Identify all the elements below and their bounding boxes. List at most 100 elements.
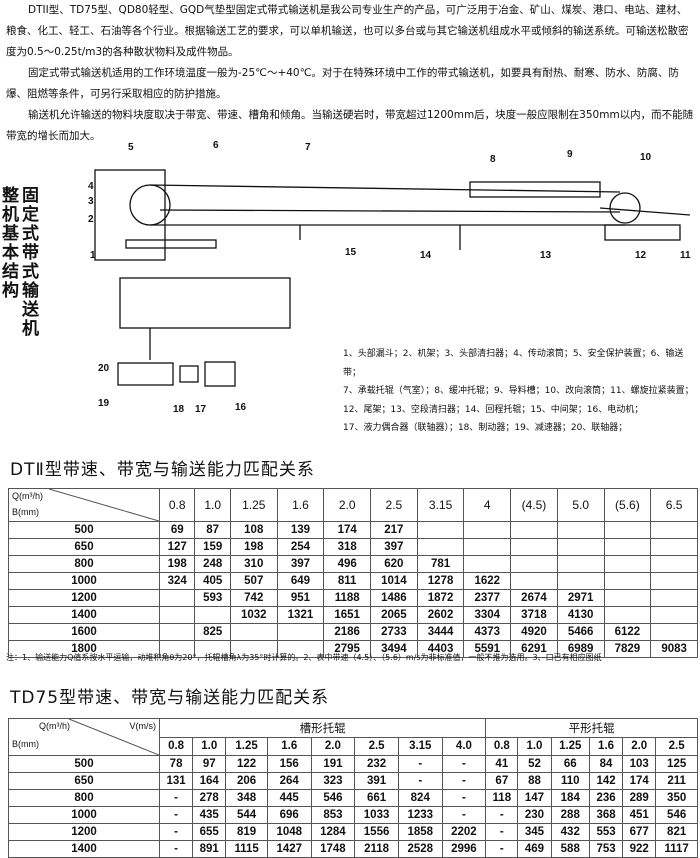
label-4: 4: [88, 181, 94, 192]
capacity-cell: 174: [323, 521, 372, 539]
speed-header: 1.0: [517, 736, 552, 756]
belt-width-cell: 1200: [8, 589, 160, 607]
capacity-cell: 1233: [397, 806, 443, 824]
frame-base: [125, 239, 217, 249]
capacity-cell: 1651: [323, 606, 372, 624]
label-9: 9: [567, 149, 573, 160]
capacity-cell: 4403: [416, 640, 465, 658]
capacity-cell: 391: [354, 772, 399, 790]
capacity-cell: 3304: [463, 606, 512, 624]
speed-header: 0.8: [485, 736, 519, 756]
capacity-cell: 3718: [510, 606, 558, 624]
capacity-cell: -: [485, 840, 519, 858]
capacity-cell: 6291: [510, 640, 558, 658]
capacity-cell: 236: [588, 789, 624, 807]
capacity-cell: 1858: [397, 823, 443, 841]
capacity-cell: 1278: [416, 572, 465, 590]
intro-paragraph-3: 输送机允许输送的物料块度取决于带宽、带速、槽角和倾角。当输送硬岩时，带宽超过12…: [6, 109, 694, 142]
capacity-cell: 164: [192, 772, 227, 790]
capacity-cell: 742: [229, 589, 278, 607]
capacity-cell: 951: [276, 589, 325, 607]
capacity-cell: 4920: [510, 623, 558, 641]
capacity-cell: 811: [323, 572, 372, 590]
capacity-cell: 230: [517, 806, 552, 824]
capacity-cell: 1556: [354, 823, 399, 841]
capacity-cell: [510, 555, 558, 573]
capacity-cell: [556, 555, 605, 573]
capacity-cell: 432: [550, 823, 590, 841]
capacity-cell: 3444: [416, 623, 465, 641]
capacity-cell: 97: [192, 755, 227, 773]
group-header-flat: 平形托辊: [485, 718, 698, 738]
belt-width-cell: 1800: [8, 640, 160, 658]
speed-header: 1.25: [225, 736, 268, 756]
capacity-cell: 198: [158, 555, 196, 573]
belt-width-cell: 1400: [8, 840, 160, 858]
table1-note: 注：1、输送能力Q值系按水平运输，动堆积角θ为20°，托辊槽角λ为35°时计算的…: [6, 653, 602, 662]
speed-header: 1.0: [194, 488, 231, 522]
capacity-cell: 254: [276, 538, 325, 556]
capacity-cell: 125: [655, 755, 698, 773]
bend-pulley: [609, 192, 641, 224]
capacity-cell: 507: [229, 572, 278, 590]
capacity-cell: 824: [397, 789, 443, 807]
label-3: 3: [88, 196, 94, 207]
capacity-cell: 278: [192, 789, 227, 807]
speed-header: 4: [463, 488, 512, 522]
capacity-cell: [650, 521, 698, 539]
capacity-cell: [416, 538, 465, 556]
belt-width-cell: 500: [8, 521, 160, 539]
table1-title: DTⅡ型带速、带宽与输送能力匹配关系: [10, 460, 315, 480]
label-6: 6: [213, 140, 219, 151]
speed-header: 1.6: [276, 488, 325, 522]
capacity-cell: 661: [354, 789, 399, 807]
capacity-cell: 588: [550, 840, 590, 858]
capacity-cell: 593: [194, 589, 231, 607]
diagram-title-b: 固定式带式输送机: [22, 186, 39, 339]
capacity-cell: 677: [622, 823, 657, 841]
capacity-cell: 350: [655, 789, 698, 807]
capacity-cell: 159: [194, 538, 231, 556]
capacity-cell: 397: [276, 555, 325, 573]
label-11: 11: [680, 250, 691, 261]
capacity-cell: 4130: [556, 606, 605, 624]
capacity-cell: 753: [588, 840, 624, 858]
capacity-cell: 922: [622, 840, 657, 858]
capacity-cell: 52: [517, 755, 552, 773]
belt-width-cell: 1600: [8, 623, 160, 641]
capacity-cell: [603, 521, 652, 539]
speed-header: 2.0: [323, 488, 372, 522]
capacity-cell: [276, 623, 325, 641]
capacity-cell: 2528: [397, 840, 443, 858]
capacity-cell: 310: [229, 555, 278, 573]
capacity-cell: [650, 589, 698, 607]
capacity-cell: 1188: [323, 589, 372, 607]
capacity-cell: 184: [550, 789, 590, 807]
label-12: 12: [635, 250, 647, 261]
speed-header: 1.0: [192, 736, 227, 756]
diagram-title-a: 整机基本结构: [2, 186, 19, 301]
capacity-cell: -: [158, 823, 194, 841]
capacity-cell: -: [441, 806, 487, 824]
speed-header: 1.6: [588, 736, 624, 756]
label-16: 16: [235, 402, 247, 413]
capacity-cell: [416, 521, 465, 539]
capacity-cell: 819: [225, 823, 268, 841]
capacity-cell: 7829: [603, 640, 652, 658]
speed-header: 2.5: [370, 488, 418, 522]
capacity-cell: [603, 538, 652, 556]
capacity-cell: [603, 572, 652, 590]
capacity-cell: 2602: [416, 606, 465, 624]
capacity-cell: 496: [323, 555, 372, 573]
capacity-cell: 1115: [225, 840, 268, 858]
label-19: 19: [98, 398, 110, 409]
intro-paragraph-2: 固定式带式输送机适用的工作环境温度一般为-25℃～+40℃。对于在特殊环境中工作…: [6, 67, 679, 100]
capacity-cell: 1486: [370, 589, 418, 607]
capacity-cell: 696: [266, 806, 312, 824]
capacity-cell: 1032: [229, 606, 278, 624]
